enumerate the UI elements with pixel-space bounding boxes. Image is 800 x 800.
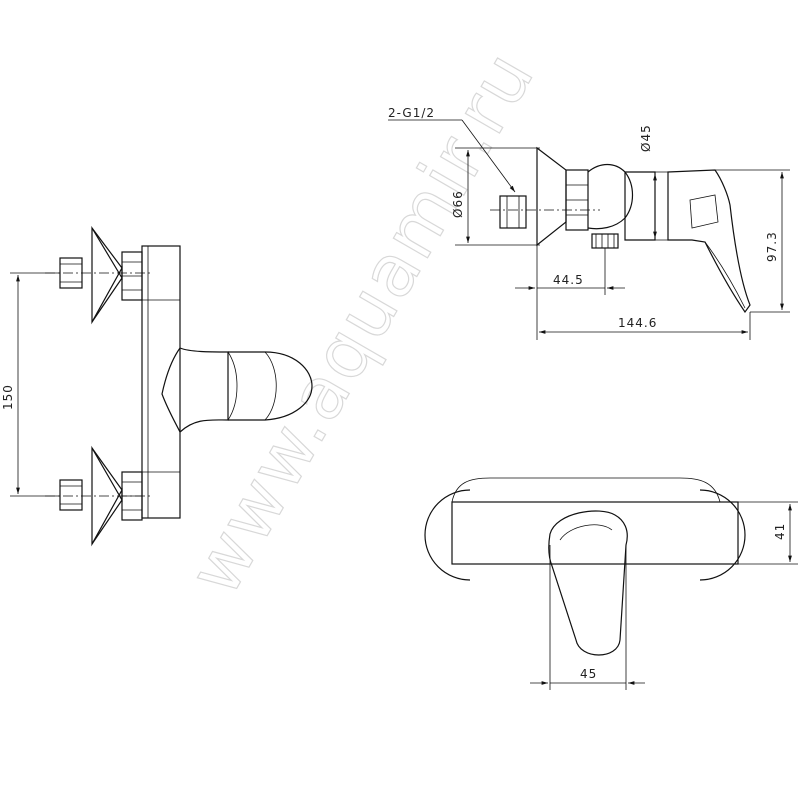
dim-flange-diameter: Ø66 <box>451 190 465 218</box>
dim-height: 97.3 <box>765 231 779 262</box>
top-flange <box>91 225 123 325</box>
side-flange <box>536 146 567 247</box>
watermark: www.aquamir.ru <box>172 37 551 609</box>
right-rosette <box>699 489 746 581</box>
left-rosette <box>424 489 471 581</box>
dim-body-height: 41 <box>773 523 787 540</box>
side-view: Ø66 2-G1/2 Ø45 <box>388 106 790 340</box>
side-body <box>587 163 634 230</box>
mixer-body <box>141 245 181 519</box>
top-lever <box>548 510 628 656</box>
bottom-inlet-pipe <box>59 479 83 511</box>
dim-wall-offset: 44.5 <box>553 273 584 287</box>
front-view: 150 <box>1 225 313 547</box>
dim-handle-width: 45 <box>580 667 597 681</box>
dim-total-depth: 144.6 <box>618 316 657 330</box>
dim-connection-spacing: 150 <box>1 384 15 410</box>
handle-base <box>161 347 181 433</box>
thread-callout: 2-G1/2 <box>388 106 435 120</box>
side-inlet-pipe <box>499 195 527 229</box>
top-view: 41 45 <box>424 477 798 690</box>
dim-handle-diameter: Ø45 <box>639 124 653 152</box>
side-lever <box>667 169 751 314</box>
top-body <box>451 501 739 565</box>
handle-lever <box>228 351 313 421</box>
